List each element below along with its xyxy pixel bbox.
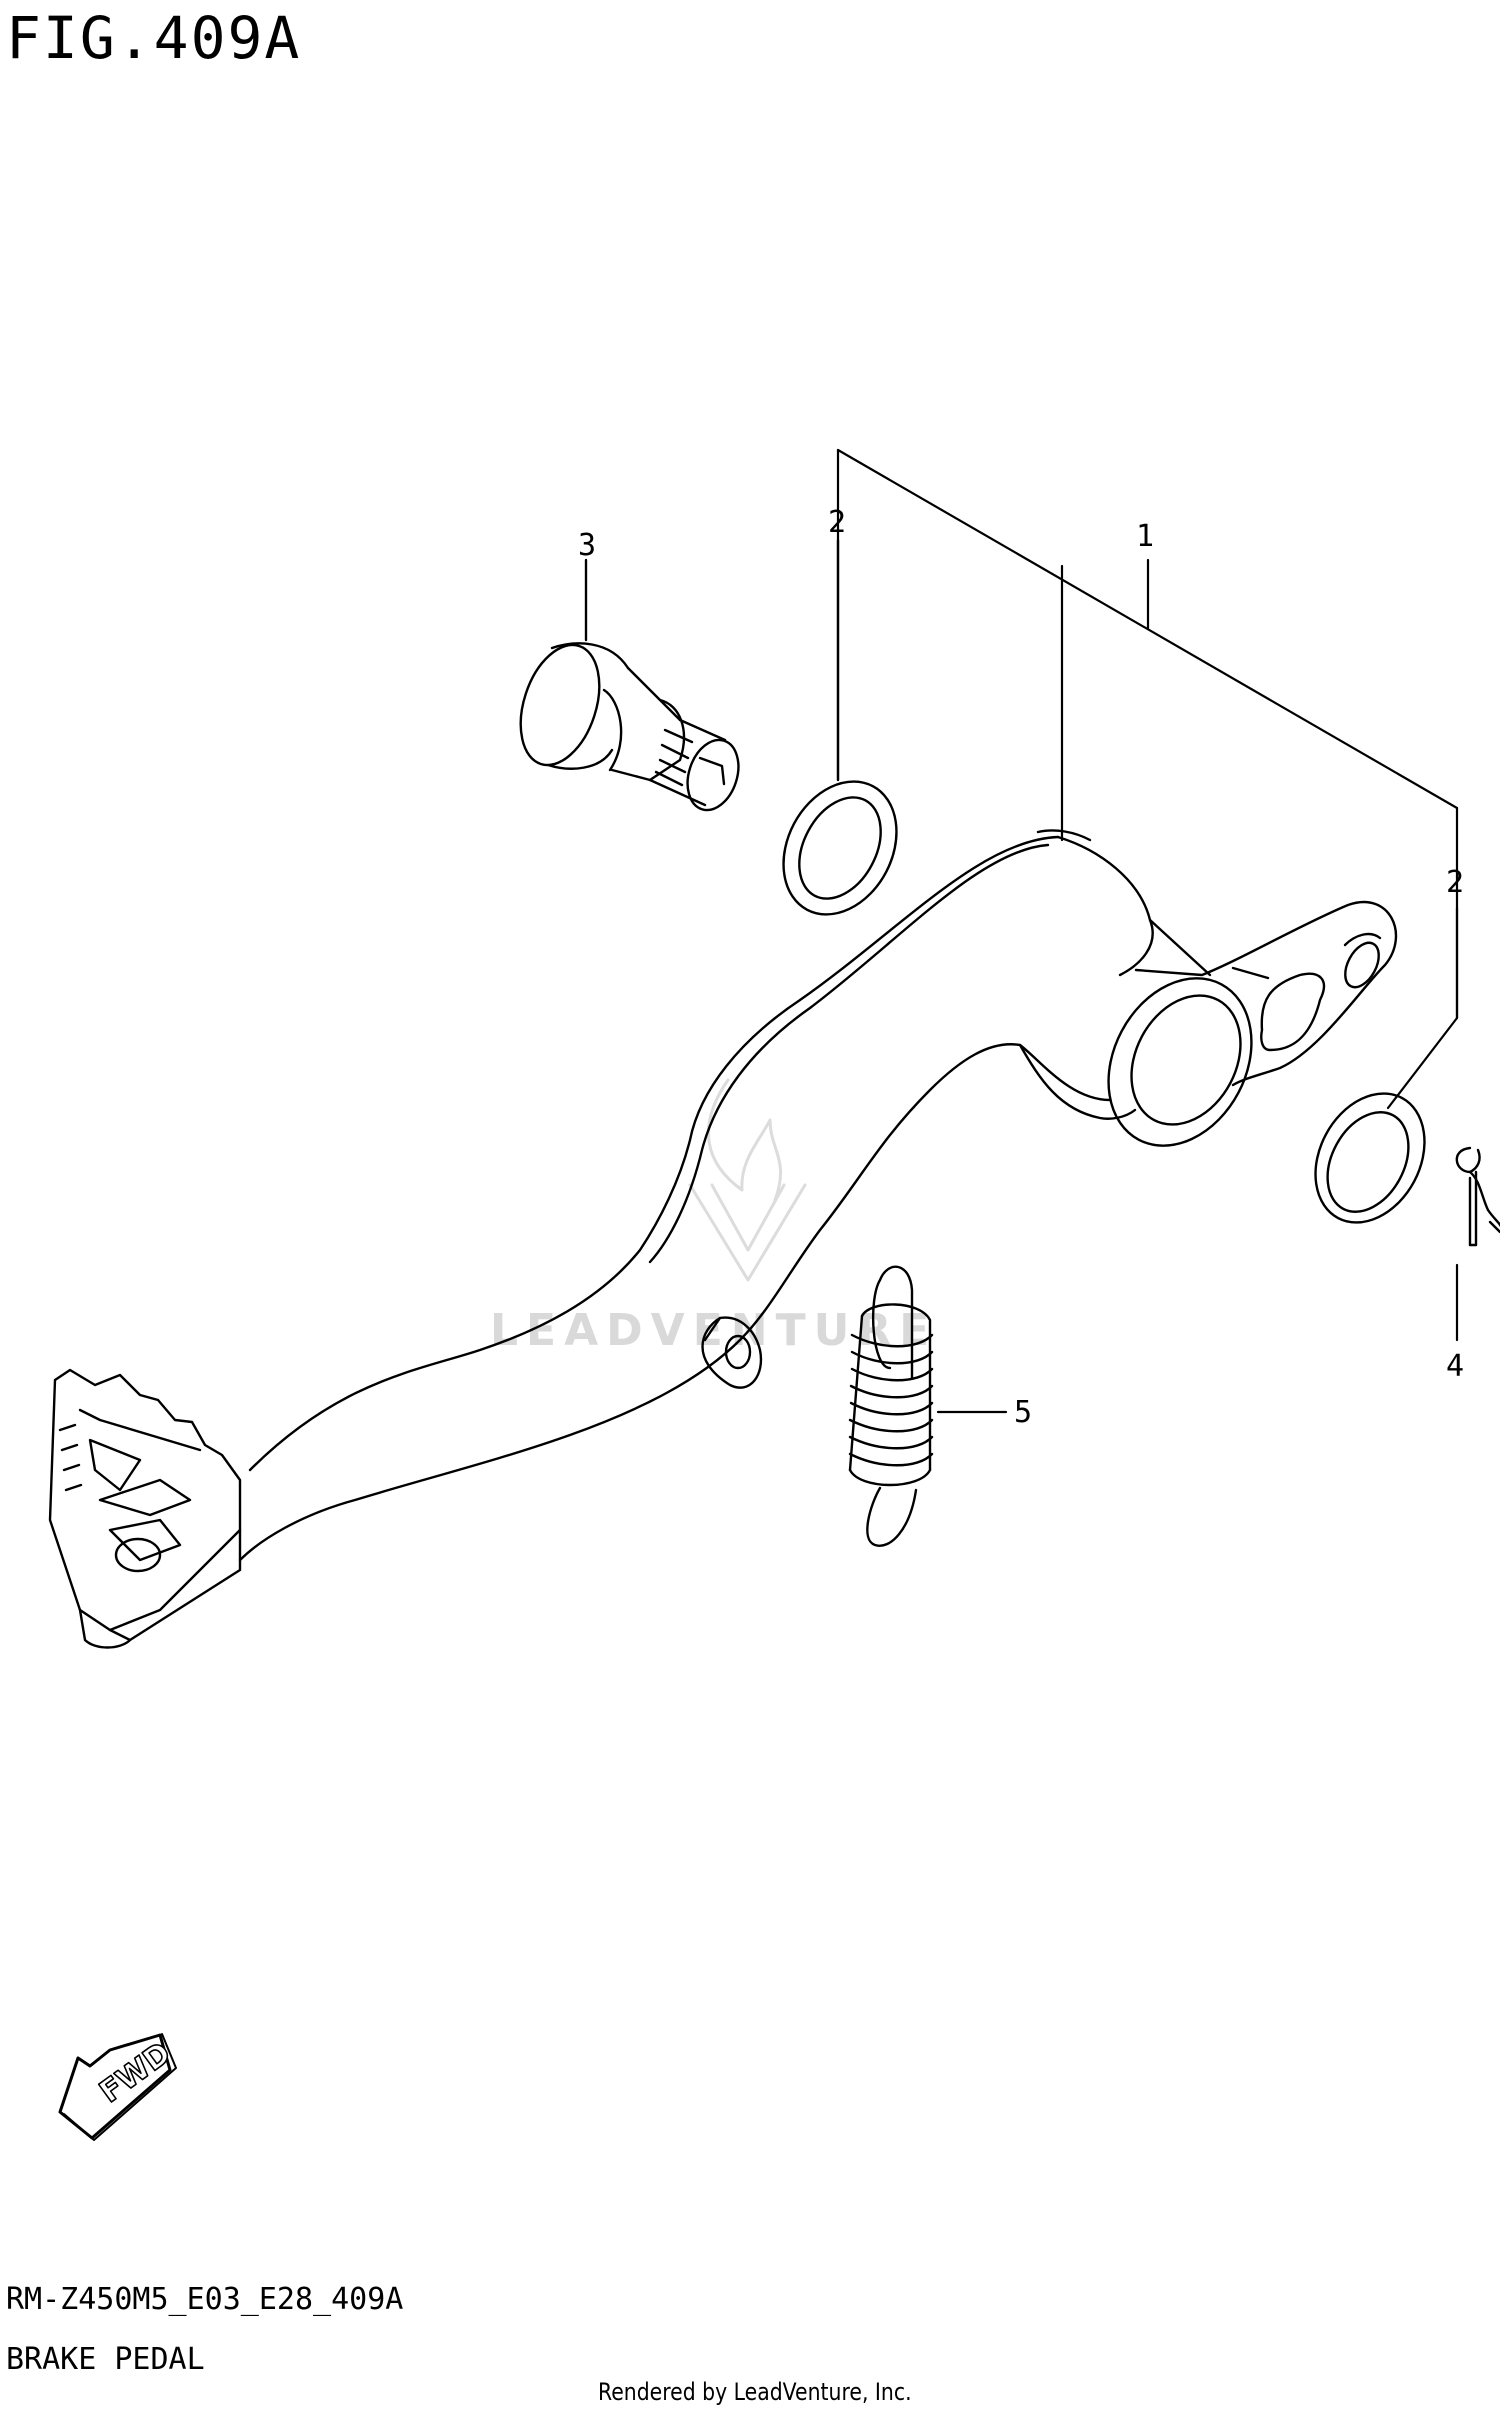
callout-pivot-bolt: 3 xyxy=(578,528,596,563)
callout-washer-right: 2 xyxy=(1446,865,1464,900)
pivot-bolt xyxy=(519,642,740,812)
rendered-by-credit: Rendered by LeadVenture, Inc. xyxy=(598,2378,912,2406)
part-caption: BRAKE PEDAL xyxy=(6,2342,205,2377)
callout-pedal: 1 xyxy=(1136,519,1154,554)
leader-lines xyxy=(584,448,1459,1414)
callout-washer-upper: 2 xyxy=(828,505,846,540)
brake-pedal xyxy=(48,829,1398,1649)
watermark-logo xyxy=(688,1078,807,1282)
fwd-arrow xyxy=(58,2033,177,2141)
model-code: RM-Z450M5_E03_E28_409A xyxy=(6,2282,404,2317)
return-spring xyxy=(848,1265,934,1547)
watermark-text: LEADVENTURE xyxy=(490,1305,937,1356)
figure-title: FIG.409A xyxy=(6,4,302,72)
washer-right xyxy=(1314,1092,1426,1224)
callout-cotter-pin: 4 xyxy=(1446,1349,1464,1384)
callout-return-spring: 5 xyxy=(1014,1395,1032,1430)
cotter-pin xyxy=(1455,1146,1500,1247)
washer-upper xyxy=(782,780,898,916)
leader-lines-2 xyxy=(584,538,840,782)
